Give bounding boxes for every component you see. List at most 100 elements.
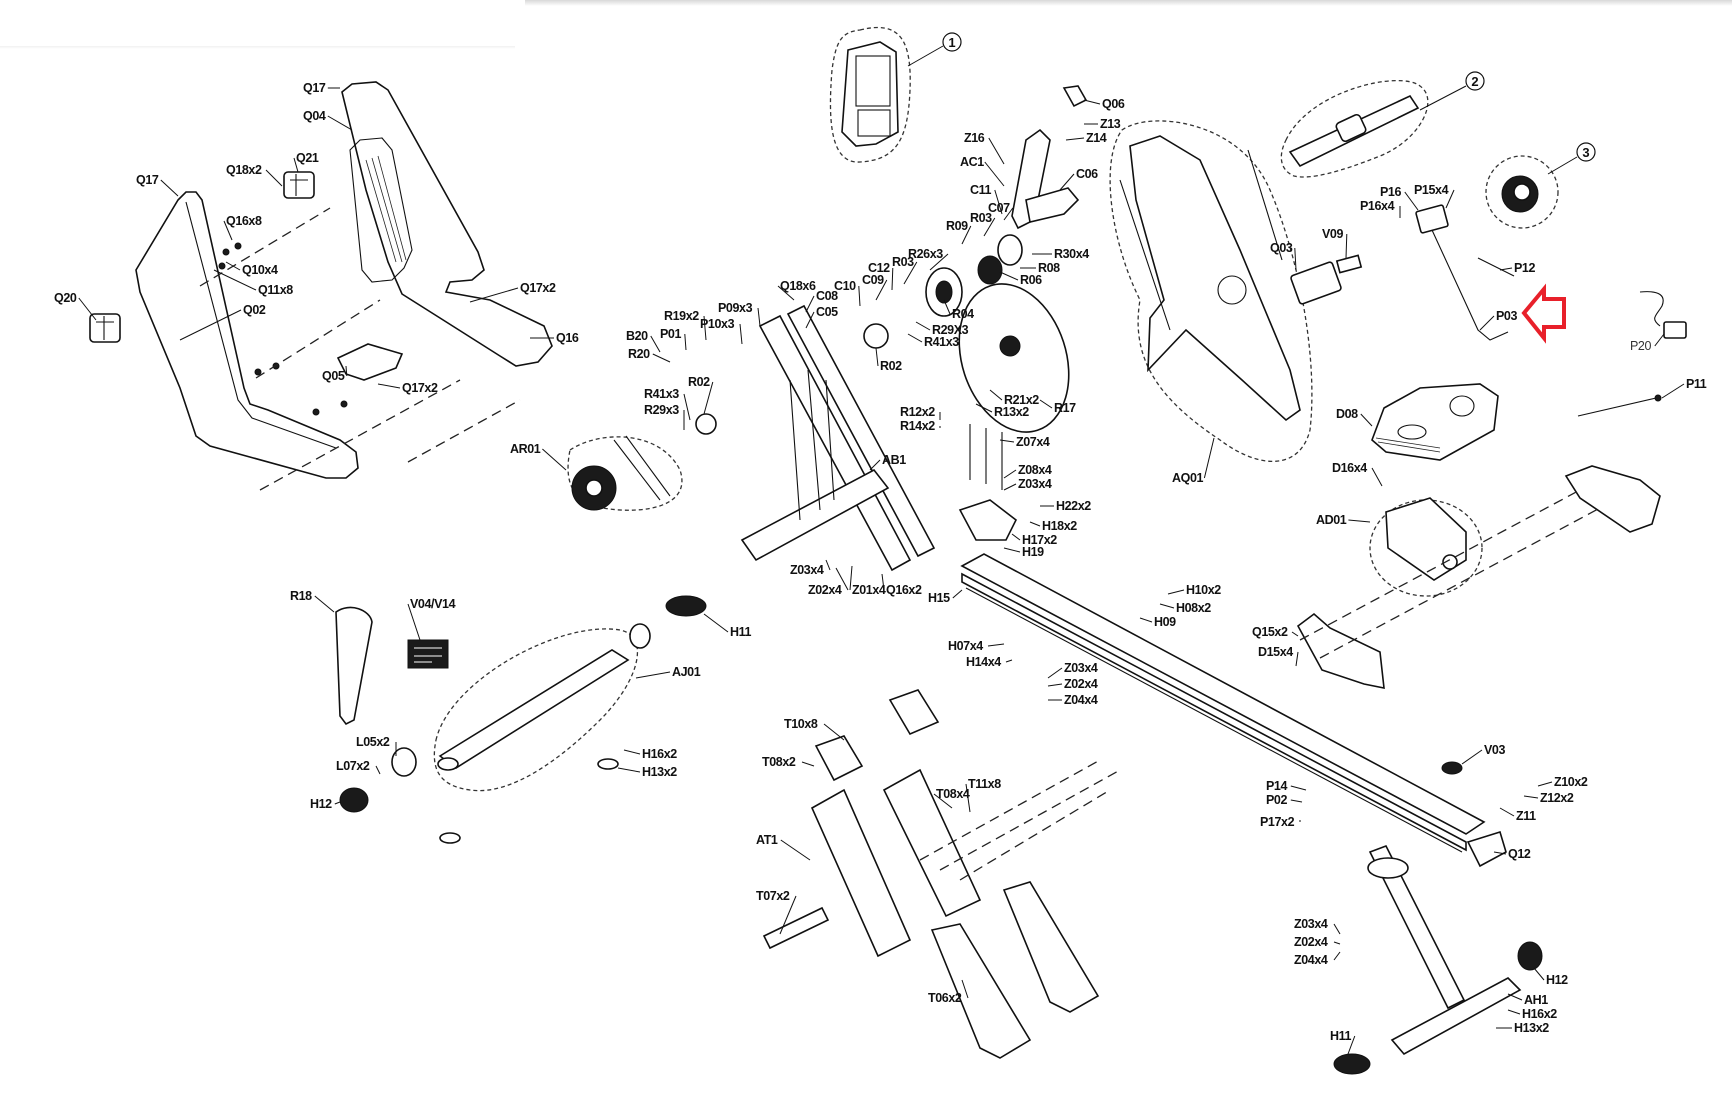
part-label-q17-left: Q17 [136,173,159,187]
part-label-q16x2: Q16x2 [886,583,922,597]
leader-line-q17_left [160,179,179,197]
part-label-t06x2: T06x2 [928,991,962,1005]
highlight-arrow-icon [1521,283,1566,344]
part-label-q03: Q03 [1270,241,1293,255]
leader-line-r29x3_b [915,321,931,331]
long-bolts-z07 [969,424,1003,490]
leader-line-b20 [650,335,661,353]
part-label-c05: C05 [816,305,838,319]
leader-line-z03x4_c [1047,667,1063,679]
leader-line-r09 [961,225,972,245]
part-label-q12: Q12 [1508,847,1531,861]
leader-line-h12_a [334,801,341,805]
part-label-z10x2: Z10x2 [1554,775,1588,789]
part-label-c06: C06 [1076,167,1098,181]
callout-3: 3 [1547,142,1596,175]
leader-line-v09 [1345,233,1348,259]
part-label-q11x8: Q11x8 [258,283,293,297]
part-r02-left [695,323,889,435]
part-label-z04x4-a: Z04x4 [1064,693,1098,707]
handle-bar-assembly [1280,79,1429,178]
part-label-q16x8: Q16x8 [226,214,262,228]
leader-line-h11_a [703,613,729,633]
leader-line-p09x3 [757,307,761,327]
part-label-z04x4-b: Z04x4 [1294,953,1328,967]
part-label-z16: Z16 [964,131,985,145]
part-label-h13x2-a: H13x2 [642,765,677,779]
shroud-hardware [218,242,348,416]
dash-line-seat-2 [1319,507,1601,659]
part-label-q15x2: Q15x2 [1252,625,1288,639]
leader-line-p01 [684,333,687,351]
leader-line-h19 [1003,547,1021,553]
leader-line-z14 [1065,137,1085,141]
leader-line-h15 [952,589,963,599]
part-label-h18x2: H18x2 [1042,519,1077,533]
leader-line-z02x4_c [1333,941,1341,945]
part-label-q18x6: Q18x6 [780,279,816,293]
leader-line-t08x4 [933,793,953,809]
part-label-r41x3-b: R41x3 [924,335,959,349]
part-label-c12: C12 [868,261,890,275]
disc-r06 [977,234,1023,285]
top-edge-shade [525,0,1732,6]
leader-line-p03 [1479,315,1495,331]
leader-line-p11 [1661,383,1685,399]
part-label-r02-a: R02 [688,375,710,389]
leader-line-c05 [805,311,815,329]
part-label-r03-a: R03 [892,255,914,269]
leader-line-h09 [1139,617,1153,623]
part-label-t10x8: T10x8 [784,717,818,731]
leader-line-p10x3 [739,323,743,345]
leader-line-z12x2 [1523,795,1539,799]
part-label-c08: C08 [816,289,838,303]
leader-line-ad01 [1348,519,1371,523]
part-label-h19: H19 [1022,545,1044,559]
part-label-p14: P14 [1266,779,1287,793]
label-v04-v14 [407,639,449,669]
leader-line-z10x2 [1537,781,1553,787]
leader-line-q02 [179,309,242,341]
leader-line-q16x2 [881,573,885,591]
shroud-front-q02 [135,191,359,479]
leader-line-v03 [1461,749,1483,765]
part-label-z07x4: Z07x4 [1016,435,1050,449]
leader-line-q05 [345,365,348,377]
leader-line-t06x2 [961,979,969,999]
leader-line-at1 [780,839,811,861]
part-label-q16: Q16 [556,331,579,345]
leader-line-p15x4 [1445,189,1455,209]
part-label-l07x2: L07x2 [336,759,370,773]
part-label-q10x4: Q10x4 [242,263,278,277]
leader-line-ah1 [1507,993,1523,1001]
leader-line-ab1 [869,459,881,471]
part-label-c10: C10 [834,279,856,293]
console-assembly [829,26,911,163]
part-label-q21: Q21 [296,151,319,165]
leader-line-h12_b [1533,967,1545,981]
leader-line-aq01 [1203,437,1215,479]
part-d08-cover [1371,383,1499,461]
leader-line-q18x6 [777,285,795,301]
leader-line-h13x2_a [617,767,641,773]
leader-line-r03_b [983,217,996,237]
leader-line-z16 [988,137,1005,165]
pulley-r04 [925,267,963,317]
leader-line-q06 [1083,99,1101,105]
flywheel-r17 [958,283,1070,433]
leader-line-r41x3_a [683,393,691,421]
part-p03-sensor-wire [1431,229,1509,341]
part-q20 [89,313,121,343]
rear-leg-aj01 [433,628,639,792]
bracket-h19 [958,499,1018,541]
part-label-r19x2: R19x2 [664,309,699,323]
part-label-r29x3-b: R29X3 [932,323,969,337]
part-label-h09: H09 [1154,615,1176,629]
part-label-aj01: AJ01 [672,665,701,679]
part-label-p03: P03 [1496,309,1517,323]
foot-h11-bottom [1333,1053,1371,1075]
part-label-p15x4: P15x4 [1414,183,1449,197]
leader-line-v04v14 [407,603,421,641]
wheel-l05 [391,623,651,777]
